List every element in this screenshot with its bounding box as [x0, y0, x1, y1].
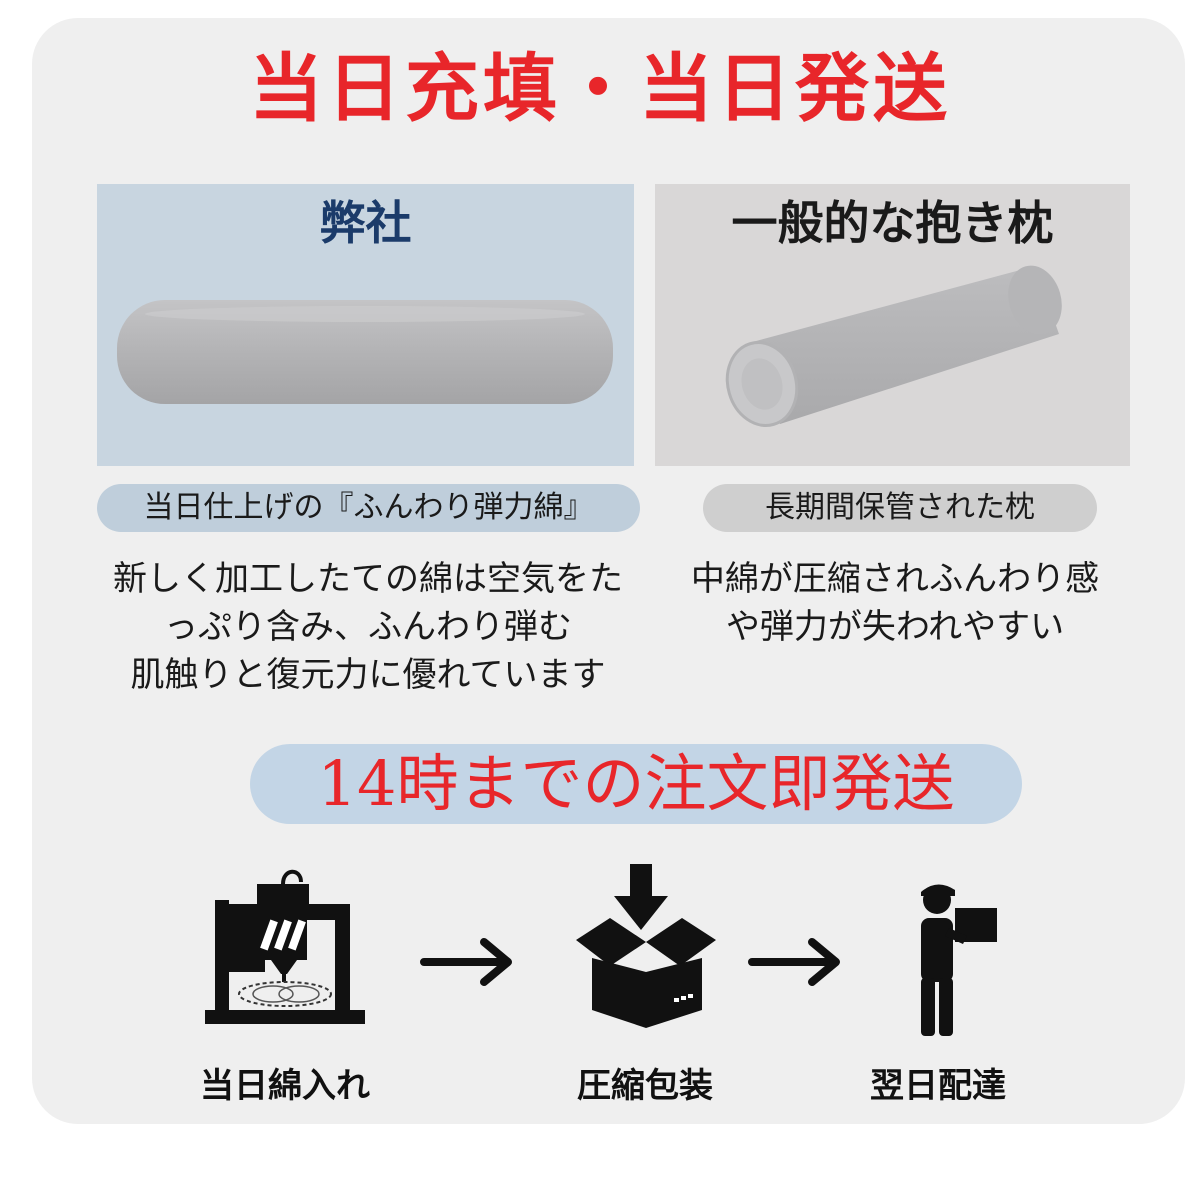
- description-line: 新しく加工したての綿は空気をた: [113, 559, 623, 599]
- arrow-right-icon: [420, 938, 512, 986]
- our-pillow-image: [117, 300, 613, 404]
- our-pillow-panel: 弊社: [97, 184, 634, 466]
- general-pillow-label: 長期間保管された枕: [703, 484, 1097, 532]
- description-line: や弾力が失われやすい: [725, 607, 1065, 647]
- our-pillow-description: 新しく加工したての綿は空気をた っぷり含み、ふんわり弾む 肌触りと復元力に優れて…: [92, 555, 644, 699]
- our-pillow-title: 弊社: [319, 196, 412, 250]
- arrow-right-icon: [748, 938, 840, 986]
- general-pillow-description: 中綿が圧縮されふんわり感 や弾力が失われやすい: [665, 555, 1125, 651]
- package-box-icon: [576, 864, 716, 1028]
- shipping-banner: 14時までの注文即発送: [250, 744, 1022, 824]
- delivery-person-icon: [921, 884, 997, 1036]
- step-label: 翌日配達: [870, 1066, 1006, 1106]
- our-pillow-label: 当日仕上げの『ふんわり弾力綿』: [97, 484, 640, 532]
- step-label: 当日綿入れ: [200, 1066, 370, 1106]
- description-line: 中綿が圧縮されふんわり感: [690, 559, 1100, 599]
- general-pillow-image: [725, 265, 1062, 427]
- filling-machine-icon: [205, 869, 365, 1024]
- general-pillow-panel: 一般的な抱き枕: [655, 184, 1130, 466]
- step-label: 圧縮包装: [577, 1066, 713, 1106]
- description-line: っぷり含み、ふんわり弾む: [164, 607, 572, 647]
- page-headline: 当日充填・当日発送: [249, 46, 951, 132]
- description-line: 肌触りと復元力に優れています: [130, 655, 606, 695]
- general-pillow-title: 一般的な抱き枕: [731, 196, 1054, 250]
